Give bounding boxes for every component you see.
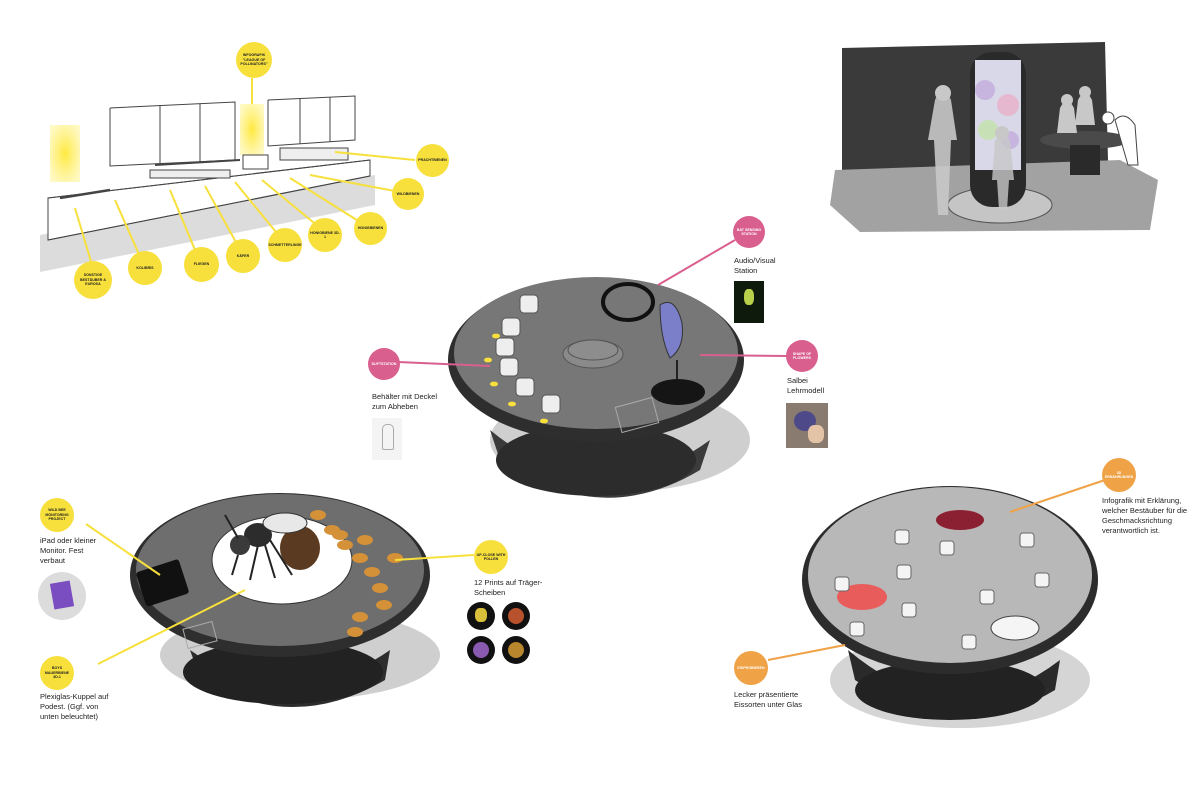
bug-callout-lines [85,523,475,665]
ipad-thumbnail [38,572,86,620]
bubble-sonstige: SONSTIGE BESTÄUBER & EUROSA [74,261,112,299]
room-sketch [830,42,1158,232]
pollen-thumbnail-2 [502,602,530,630]
bubble-shape: SHAPE OF FLOWERS [786,340,818,372]
icecream-callout-lines [767,479,1106,661]
salbei-thumbnail [786,403,828,448]
label-infografik: Infografik mit Erklärung, welcher Bestäu… [1102,496,1188,535]
bubble-honigbienen: HONIGBIENEN [354,212,387,245]
bug-illustration [224,512,320,581]
bubble-infografik: INFOGRAFIK "LEAGUE OF POLLINATORS" [236,42,272,78]
bubble-kolibris: KOLIBRIS [128,251,162,285]
pollen-thumbnail-3 [467,636,495,664]
bubble-duft: DUFTSTATION [368,348,400,380]
bubble-prachtbienen: PRACHTBIENEN [416,144,449,177]
wall-sketch [40,95,375,272]
label-salbei: Salbei Lehrmodell [787,376,825,395]
behaelter-thumbnail [372,418,402,460]
label-plexi: Plexiglas-Kuppel auf Podest. (Ggf. von u… [40,692,109,721]
label-lecker: Lecker präsentierte Eissorten unter Glas [734,690,802,709]
light-panel-left [50,125,80,182]
bubble-fliegen: FLIEGEN [184,247,219,282]
label-behaelter: Behälter mit Deckel zum Abheben [372,392,438,411]
bug-table [130,493,440,708]
bubble-audio: BAT SENSING STATION [733,216,765,248]
bubble-upclose: UP-CLOSE WITH POLLEN [474,540,508,574]
label-prints: 12 Prints auf Träger-Scheiben [474,578,543,597]
bubble-bug: BOYS MAUERBIENE 3D-1 [40,656,74,690]
center-callout-lines [397,239,788,367]
bubble-schmetterlinge: SCHMETTERLINGE [268,228,302,262]
bubble-wildbee: WILD BEE MONITORING PROJECT [40,498,74,532]
audio-thumbnail [734,281,764,323]
bubble-eisprobieren: EISPROBIEREN [734,651,768,685]
bubble-honigbiene-3d: HONIGBIENE 3D-1 [308,218,342,252]
pollen-thumbnail-1 [467,602,495,630]
light-panel-center [240,104,264,155]
label-ipad: iPad oder kleiner Monitor. Fest verbaut [40,536,97,565]
bubble-kafer: KÄFER [226,239,260,273]
label-audio: Audio/Visual Station [734,256,776,275]
pollen-thumbnail-4 [502,636,530,664]
center-table [448,277,750,498]
bubble-icecream-info: 3D ERNÄHRUNGEN [1102,458,1136,492]
icecream-table [802,486,1098,728]
bubble-wildbienen: WILDBIENEN [392,178,424,210]
